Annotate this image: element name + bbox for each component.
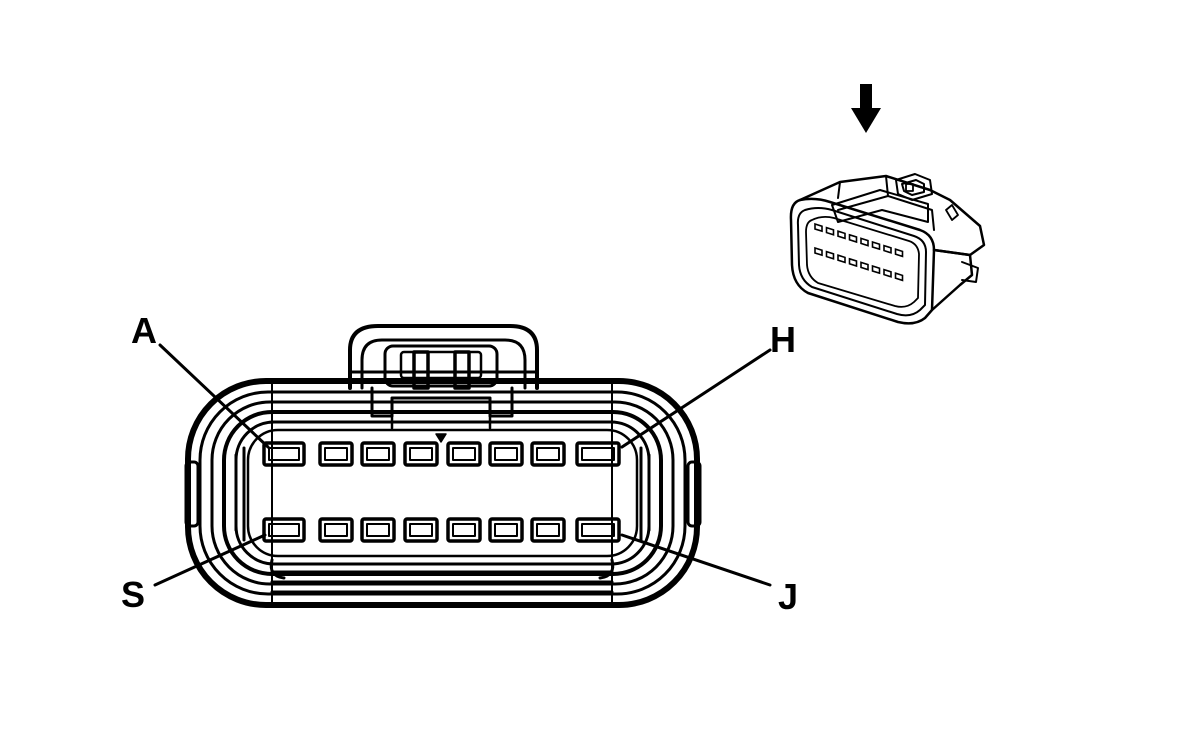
terminal-cavity-inner	[409, 447, 433, 461]
iso-terminal-cavity	[814, 246, 823, 257]
terminal-cavity	[360, 517, 396, 543]
leader-line-h	[620, 348, 772, 449]
iso-terminal-cavity	[860, 237, 869, 247]
terminal-cavity-inner	[366, 523, 390, 537]
terminal-cavity-inner	[494, 523, 518, 537]
iso-shell-front	[789, 197, 936, 325]
leader-line-s	[153, 533, 267, 587]
terminal-cavity	[403, 441, 439, 467]
terminal-cavity-inner	[536, 447, 560, 461]
iso-terminal-cavity	[825, 226, 835, 236]
polarization-key	[435, 433, 447, 443]
terminal-cavity	[575, 441, 621, 467]
down-arrow-icon	[851, 84, 881, 133]
connector-housing	[185, 378, 700, 608]
terminal-cavity	[446, 441, 482, 467]
terminal-cavity-inner	[494, 447, 518, 461]
iso-terminal-cavity	[883, 244, 892, 254]
terminal-cavity-inner	[366, 447, 390, 461]
terminal-cavity	[262, 517, 306, 543]
terminal-cavity-inner	[536, 523, 560, 537]
iso-terminal-cavities	[814, 222, 904, 282]
terminal-cavity-inner	[324, 523, 348, 537]
leader-line-a	[158, 343, 270, 449]
iso-terminal-cavity	[871, 240, 881, 251]
iso-terminal-cavity	[814, 222, 823, 233]
iso-terminal-cavity	[848, 233, 858, 244]
iso-terminal-cavity	[894, 248, 904, 258]
iso-terminal-cavity	[883, 268, 892, 278]
iso-terminal-cavity	[860, 261, 869, 271]
terminal-cavity-inner	[452, 523, 476, 537]
terminal-cavity-inner	[409, 523, 433, 537]
pin-leader-lines	[153, 343, 772, 587]
iso-top-housing	[798, 174, 986, 257]
terminal-cavity	[403, 517, 439, 543]
iso-terminal-cavity	[894, 272, 904, 282]
leader-line-j	[620, 533, 772, 587]
terminal-cavity-inner	[268, 447, 300, 461]
terminal-cavity	[318, 441, 354, 467]
housing-side-ribs	[184, 446, 702, 542]
terminal-cavity	[360, 441, 396, 467]
terminal-cavity	[446, 517, 482, 543]
iso-terminal-cavity	[837, 230, 846, 240]
terminal-cavity-inner	[581, 447, 615, 461]
terminal-cavity-inner	[452, 447, 476, 461]
terminal-cavity	[488, 517, 524, 543]
terminal-cavity	[318, 517, 354, 543]
terminal-cavity	[575, 517, 621, 543]
terminal-cavity	[530, 517, 566, 543]
iso-terminal-cavity	[837, 254, 846, 264]
housing-bottom-details	[269, 380, 615, 606]
terminal-cavity-inner	[324, 447, 348, 461]
terminal-cavity	[530, 441, 566, 467]
pin-label-s: S	[121, 574, 145, 615]
iso-latch	[895, 173, 933, 201]
iso-terminal-cavity	[871, 264, 881, 275]
connector-iso-view	[789, 84, 986, 325]
terminal-cavity	[488, 441, 524, 467]
pin-label-h: H	[770, 319, 796, 360]
pin-label-j: J	[778, 576, 798, 617]
terminal-cavity	[262, 441, 306, 467]
iso-terminal-cavity	[848, 257, 858, 268]
connector-face-view	[153, 324, 772, 608]
pin-label-a: A	[131, 310, 157, 351]
terminal-cavity-inner	[581, 523, 615, 537]
terminal-cavity-inner	[268, 523, 300, 537]
terminal-cavities	[262, 441, 621, 543]
iso-terminal-cavity	[825, 250, 835, 260]
